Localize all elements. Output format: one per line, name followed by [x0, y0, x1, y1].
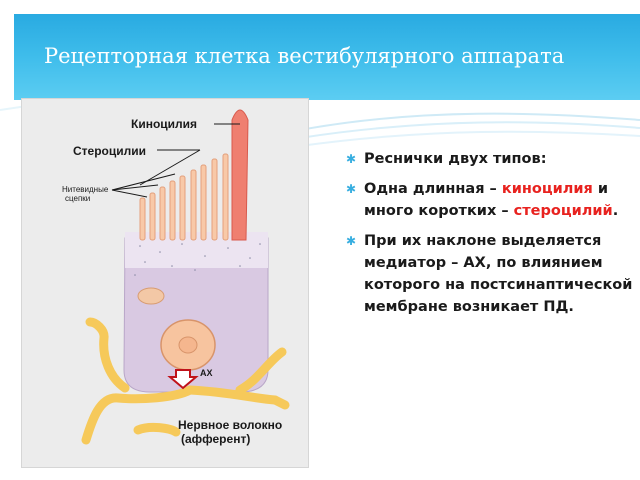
bullet-item: ✱ При их наклоне выделяется медиатор – А… [346, 230, 636, 318]
nerve-label-line2: (афферент) [181, 432, 251, 446]
nerve-fiber [81, 385, 195, 445]
bullet-text: и много коротких – [364, 181, 609, 219]
threads-label-line1: Нитевидные [62, 185, 109, 194]
bullet-list: ✱ Реснички двух типов: ✱ Одна длинная – … [346, 148, 636, 326]
threads-label-line2: сцепки [65, 194, 91, 203]
asterisk-bullet-icon: ✱ [346, 182, 357, 196]
asterisk-bullet-icon: ✱ [346, 152, 357, 166]
bullet-text: Одна длинная – [364, 181, 502, 197]
bullet-item: ✱ Реснички двух типов: [346, 148, 636, 170]
bullet-text: . [612, 203, 619, 219]
bullet-text: При их наклоне выделяется медиатор – АХ,… [364, 233, 633, 315]
bullet-item: ✱ Одна длинная – киноцилия и много корот… [346, 178, 636, 222]
kinocilium [231, 109, 249, 241]
bullet-text: Реснички двух типов: [364, 151, 547, 167]
ax-arrow [167, 369, 199, 390]
nucleolus [178, 336, 198, 354]
kinocilium-label: Киноцилия [131, 117, 198, 131]
small-nucleus [137, 287, 165, 305]
header-band [14, 14, 640, 100]
kinocilium-term: киноцилия [501, 181, 593, 197]
ax-label: АХ [200, 368, 213, 378]
stereocilia-label: Стероцилии [73, 144, 147, 158]
asterisk-bullet-icon: ✱ [346, 234, 357, 248]
stereocilia-term: стероцилий [513, 203, 613, 219]
nerve-label-line1: Нервное волокно [178, 418, 283, 432]
slide-title: Рецепторная клетка вестибулярного аппара… [44, 44, 565, 68]
